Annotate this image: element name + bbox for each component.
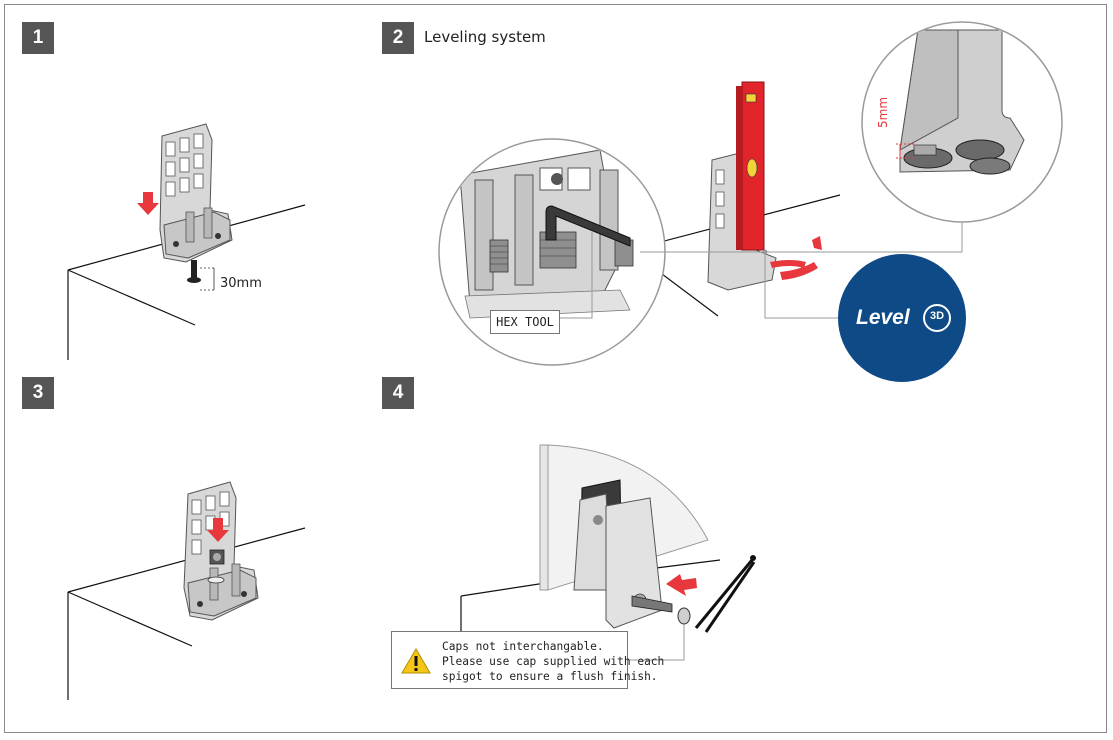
step-2-title: Leveling system [424, 28, 546, 46]
gap-dimension-lines [896, 143, 916, 159]
step-1-spigot [159, 123, 233, 283]
step-1-illustration [67, 123, 306, 360]
step-3-badge: 3 [22, 377, 54, 409]
step-4-push-arrow [666, 574, 697, 596]
step-3-spigot [183, 481, 259, 621]
caution-text: Caps not interchangable. Please use cap … [442, 639, 664, 684]
step-3-illustration [67, 481, 306, 700]
step-4-badge: 4 [382, 377, 414, 409]
warning-triangle-icon [401, 648, 431, 674]
caution-line: Please use cap supplied with each [442, 655, 665, 668]
caution-box: Caps not interchangable. Please use cap … [391, 631, 664, 689]
step-4-spigot [573, 479, 691, 629]
gap-zoom-circle [861, 21, 1063, 223]
hex-tool-label: HEX TOOL [490, 310, 560, 334]
level-brand-mark: 3D [929, 310, 945, 322]
bolt-clearance-label: 30mm [220, 276, 262, 291]
step-1-dimension [200, 267, 216, 291]
step-4-illustration [460, 444, 756, 680]
spirit-level-tool [736, 81, 765, 251]
caution-leader [628, 624, 685, 661]
gap-measure-label: 5mm [876, 96, 890, 128]
caution-line: Caps not interchangable. [442, 640, 604, 653]
step-1-badge: 1 [22, 22, 54, 54]
page-frame [4, 4, 1107, 733]
step-2-leaders [560, 222, 963, 319]
caution-line: spigot to ensure a flush finish. [442, 670, 658, 683]
step-2-illustration [438, 21, 1063, 382]
step-1-down-arrow [137, 192, 159, 215]
level-brand-text: Level [856, 306, 910, 329]
step-3-down-arrow [207, 518, 229, 542]
hex-tool-zoom-circle [438, 138, 666, 366]
step-2-badge: 2 [382, 22, 414, 54]
step-4-hex-key [694, 559, 756, 633]
step-2-rotation-arrows [770, 236, 822, 280]
level-3d-badge [838, 254, 966, 382]
